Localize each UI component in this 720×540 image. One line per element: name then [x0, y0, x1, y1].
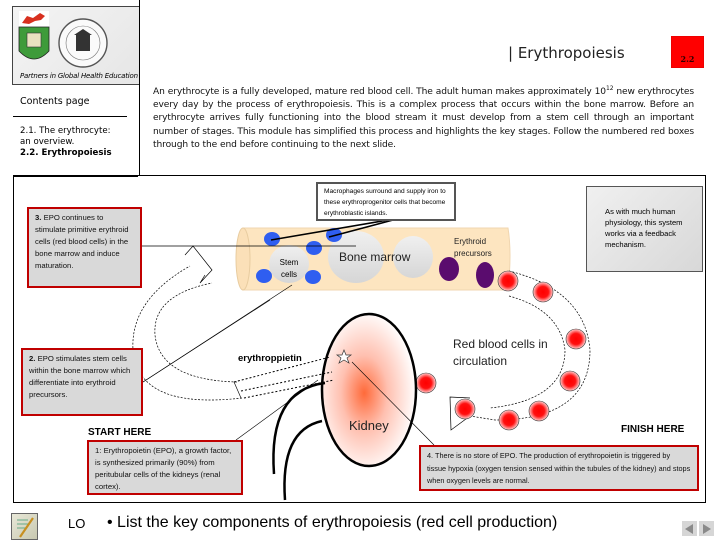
feedback-note: As with much human physiology, this syst…: [586, 186, 703, 272]
marrow-cell: [328, 231, 384, 283]
intro-superscript: 12: [605, 85, 614, 92]
step-3-text: EPO continues to stimulate primitive ery…: [35, 213, 129, 270]
erythroid-precursor: [439, 257, 459, 281]
contents-title: Contents page: [20, 96, 90, 107]
page-number: 2.2: [680, 54, 695, 64]
red-blood-cell: [565, 328, 587, 350]
header-divider: [139, 0, 140, 175]
erythroid-precursor: [476, 262, 494, 288]
step-4-number: 4.: [427, 451, 434, 460]
step-4-text: There is no store of EPO. The production…: [427, 451, 691, 485]
stem-cell: [306, 241, 322, 255]
red-blood-cell: [454, 398, 476, 420]
step-2-text: EPO stimulates stem cells within the bon…: [29, 354, 131, 399]
triangle-left-icon[interactable]: [682, 521, 697, 536]
stem-cell-cluster: [269, 245, 309, 283]
intro-text-2: new erythrocytes every day by the proces…: [153, 87, 694, 150]
frame-top: [138, 175, 706, 176]
erythropoietin-label: erythroppietin: [238, 353, 302, 364]
finish-here-label: FINISH HERE: [621, 424, 685, 435]
stem-cells-label: Stem cells: [279, 258, 299, 279]
partner-logos: [12, 6, 140, 85]
stem-cell: [256, 269, 272, 283]
stem-cell: [264, 232, 280, 246]
red-blood-cell: [497, 270, 519, 292]
macrophage-note: Macrophages surround and supply iron to …: [316, 182, 456, 221]
contents-divider: [13, 116, 127, 117]
contents-item-2-1[interactable]: 2.1. The erythrocyte:: [20, 126, 111, 136]
kidney-label: Kidney: [349, 418, 389, 433]
stem-cell: [305, 270, 321, 284]
page-title: | Erythropoiesis: [508, 44, 625, 62]
step-2-number: 2.: [29, 354, 36, 363]
red-blood-cell: [528, 400, 550, 422]
feedback-note-text: As with much human physiology, this syst…: [605, 207, 683, 249]
kidney: [320, 312, 418, 468]
red-blood-cell: [532, 281, 554, 303]
step-3-number: 3.: [35, 213, 42, 222]
marrow-cell: [393, 236, 433, 278]
bone-marrow-label: Bone marrow: [339, 250, 411, 264]
page-number-badge: 2.2: [671, 36, 704, 68]
step-3-callout[interactable]: 3. EPO continues to stimulate primitive …: [27, 207, 142, 288]
frame-bottom: [13, 502, 706, 503]
red-blood-cell: [498, 409, 520, 431]
contents-item-2-1-cont[interactable]: an overview.: [20, 137, 75, 147]
red-blood-cell: [559, 370, 581, 392]
step-4-callout[interactable]: 4. There is no store of EPO. The product…: [419, 445, 699, 491]
red-blood-cell: [415, 372, 437, 394]
intro-paragraph: An erythrocyte is a fully developed, mat…: [153, 82, 694, 152]
step-1-callout[interactable]: 1: Erythropoietin (EPO), a growth factor…: [87, 440, 243, 495]
notepad-icon: [11, 513, 38, 540]
learning-objective: • List the key components of erythropoie…: [107, 514, 558, 531]
contents-item-2-2[interactable]: 2.2. Erythropoiesis: [20, 148, 112, 158]
triangle-right-icon[interactable]: [699, 521, 714, 536]
frame-top-left: [13, 175, 138, 177]
erythroid-precursors-label: Erythroid precursors: [454, 237, 492, 258]
intro-text-1: An erythrocyte is a fully developed, mat…: [153, 87, 606, 98]
logo-caption: Partners in Global Health Education: [20, 72, 138, 80]
rbc-circulation-label: Red blood cells in circulation: [453, 337, 548, 368]
crest-icon: [18, 11, 108, 68]
frame-left: [13, 175, 14, 503]
step-1-text: Erythropoietin (EPO), a growth factor, i…: [95, 446, 232, 491]
frame-right: [705, 175, 706, 503]
dragon-icon: [22, 13, 45, 24]
start-here-label: START HERE: [88, 427, 152, 438]
step-2-callout[interactable]: 2. EPO stimulates stem cells within the …: [21, 348, 143, 416]
star-icon: [335, 349, 353, 364]
lo-tag: LO: [68, 516, 86, 531]
step-1-number: 1:: [95, 446, 102, 455]
